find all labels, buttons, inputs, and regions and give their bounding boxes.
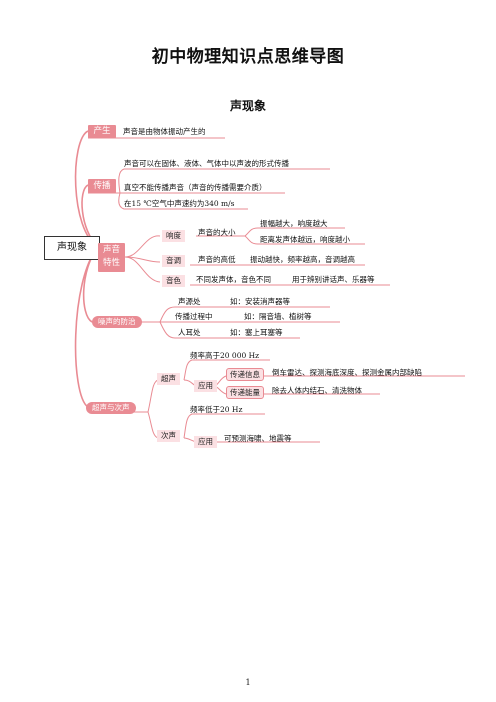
page-title: 初中物理知识点思维导图 xyxy=(151,47,345,67)
noise-example-2: 如：隔音墙、植树等 xyxy=(244,312,312,321)
noise-where-2: 传播过程中 xyxy=(175,312,213,321)
infrasound-label: 次声 xyxy=(157,430,180,442)
propagation-text-3: 在15 ℃空气中声速约为340 m/s xyxy=(124,199,235,208)
characteristics-label-1: 声音 xyxy=(102,245,120,255)
branch-propagation: 传播 xyxy=(88,179,116,193)
branch-ultra-infra: 超声与次声 xyxy=(86,402,136,414)
pitch-note: 振动越快，频率越高，音调越高 xyxy=(250,255,355,264)
loudness-note-1: 振幅越大，响度越大 xyxy=(260,219,328,228)
noise-where-1: 声源处 xyxy=(178,297,201,306)
loudness-label: 响度 xyxy=(162,230,185,242)
propagation-text-1: 声音可以在固体、液体、气体中以声波的形式传播 xyxy=(124,159,289,168)
propagation-text-2: 真空不能传播声音（声音的传播需要介质） xyxy=(124,183,267,192)
timbre-label: 音色 xyxy=(162,275,185,287)
ultrasound-app-label: 应用 xyxy=(194,380,217,392)
page-number: 1 xyxy=(245,678,251,687)
loudness-desc: 声音的大小 xyxy=(198,228,236,237)
timbre-note: 用于辨别讲话声、乐器等 xyxy=(292,275,375,284)
pitch-label: 音调 xyxy=(162,255,185,267)
production-text: 声音是由物体振动产生的 xyxy=(123,127,206,136)
noise-where-3: 人耳处 xyxy=(178,328,201,337)
characteristics-label-2: 特性 xyxy=(102,258,120,268)
ultrasound-energy-label: 传递能量 xyxy=(226,386,264,399)
noise-example-3: 如：塞上耳塞等 xyxy=(230,328,283,337)
infrasound-app-label: 应用 xyxy=(194,436,217,448)
loudness-note-2: 距离发声体越远，响度越小 xyxy=(260,235,350,244)
ultrasound-info-text: 倒车雷达、探测海底深度、探测金属内部缺陷 xyxy=(272,368,422,377)
branch-characteristics: 声音 特性 xyxy=(98,243,125,272)
branch-noise-control: 噪声的防治 xyxy=(92,316,142,328)
ultrasound-energy-text: 除去人体内结石、清洗物体 xyxy=(272,386,362,395)
ultrasound-info-label: 传递信息 xyxy=(226,368,264,381)
infrasound-freq: 频率低于20 Hz xyxy=(190,405,243,414)
noise-example-1: 如：安装消声器等 xyxy=(230,297,290,306)
ultrasound-label: 超声 xyxy=(157,373,180,385)
timbre-desc: 不同发声体，音色不同 xyxy=(196,275,271,284)
infrasound-app-text: 可预测海啸、地震等 xyxy=(224,434,292,443)
pitch-desc: 声音的高低 xyxy=(198,255,236,264)
branch-production: 产生 xyxy=(88,125,116,138)
root-node: 声现象 xyxy=(44,236,100,260)
ultrasound-freq: 频率高于20 000 Hz xyxy=(190,351,260,360)
section-title: 声现象 xyxy=(229,99,266,113)
